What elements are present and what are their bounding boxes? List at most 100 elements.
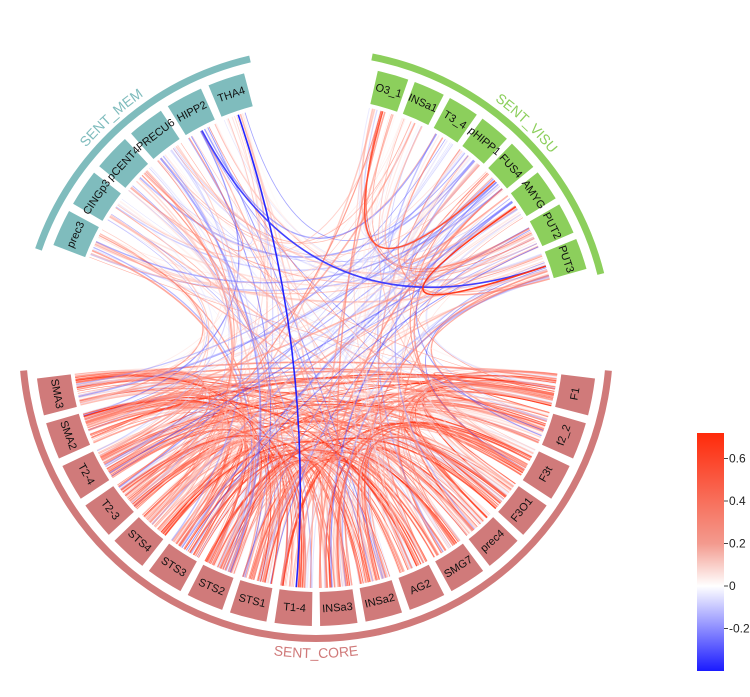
link: [402, 274, 549, 545]
link: [169, 149, 542, 284]
node-segment: [510, 172, 556, 217]
link: [402, 156, 516, 485]
link: [84, 227, 530, 421]
link: [111, 213, 386, 579]
link: [90, 150, 463, 284]
link: [127, 406, 536, 500]
link: [109, 216, 373, 582]
link: [291, 399, 549, 587]
link: [160, 121, 412, 244]
highlight-link: [201, 130, 547, 289]
link: [203, 128, 438, 239]
link: [118, 160, 476, 488]
link: [215, 123, 556, 387]
link: [91, 249, 246, 566]
link: [399, 155, 501, 260]
link: [408, 163, 535, 279]
node-segment: [468, 517, 518, 566]
link: [75, 375, 272, 582]
link: [185, 246, 539, 551]
link: [430, 274, 550, 430]
link: [158, 159, 487, 256]
link: [363, 117, 424, 564]
link: [139, 159, 475, 258]
link: [205, 437, 497, 563]
link: [119, 423, 227, 522]
link: [156, 160, 473, 532]
link: [149, 167, 507, 496]
link: [79, 154, 225, 404]
link: [400, 195, 509, 534]
link: [75, 370, 205, 470]
link: [145, 171, 233, 523]
link: [318, 188, 503, 588]
link: [140, 176, 484, 523]
link: [377, 133, 444, 553]
link: [86, 236, 205, 428]
link: [117, 111, 386, 258]
link: [340, 270, 548, 587]
link: [409, 238, 535, 524]
link: [92, 248, 548, 420]
link: [151, 113, 266, 525]
link: [99, 190, 504, 281]
colorbar-tick-label: 0.4: [729, 494, 746, 508]
link: [188, 137, 373, 582]
link: [76, 152, 466, 385]
node-segment: [522, 451, 570, 499]
node-segment: [370, 70, 409, 112]
node-segment: [498, 486, 547, 535]
link: [124, 422, 499, 506]
link: [86, 403, 251, 571]
link: [359, 110, 453, 238]
link: [160, 157, 261, 572]
node-segment: [187, 564, 234, 610]
node-segment: [435, 543, 484, 592]
link: [208, 142, 451, 564]
node-segment: [462, 118, 507, 164]
node-segment: [148, 543, 197, 592]
link: [78, 181, 497, 398]
link: [144, 171, 546, 291]
link: [105, 420, 234, 547]
link: [101, 391, 546, 460]
node-segment: [114, 517, 164, 566]
link: [324, 454, 452, 588]
link: [395, 395, 550, 556]
link: [170, 149, 261, 570]
link: [90, 228, 530, 295]
link: [319, 114, 394, 588]
link: [132, 185, 312, 588]
link: [135, 180, 255, 570]
link: [79, 207, 517, 403]
link: [95, 188, 503, 284]
node-label: T1-4: [283, 601, 307, 615]
link: [402, 406, 542, 545]
link: [110, 425, 246, 563]
link: [236, 115, 281, 580]
link: [78, 121, 412, 397]
link: [78, 385, 469, 535]
node-segment: [359, 580, 403, 622]
link: [131, 186, 289, 586]
link: [360, 108, 543, 281]
link: [138, 178, 234, 531]
link: [145, 441, 255, 568]
link: [149, 424, 512, 523]
colorbar-tick-label: -0.2: [729, 622, 750, 636]
link: [158, 408, 539, 532]
link: [96, 148, 231, 452]
link: [204, 128, 483, 524]
link: [164, 154, 548, 420]
link: [82, 177, 494, 416]
link: [174, 147, 514, 263]
node-segment: [131, 110, 180, 160]
link: [131, 144, 454, 504]
link: [223, 119, 537, 276]
link: [130, 187, 538, 284]
link: [118, 118, 406, 259]
link: [76, 127, 242, 390]
link: [189, 449, 435, 558]
